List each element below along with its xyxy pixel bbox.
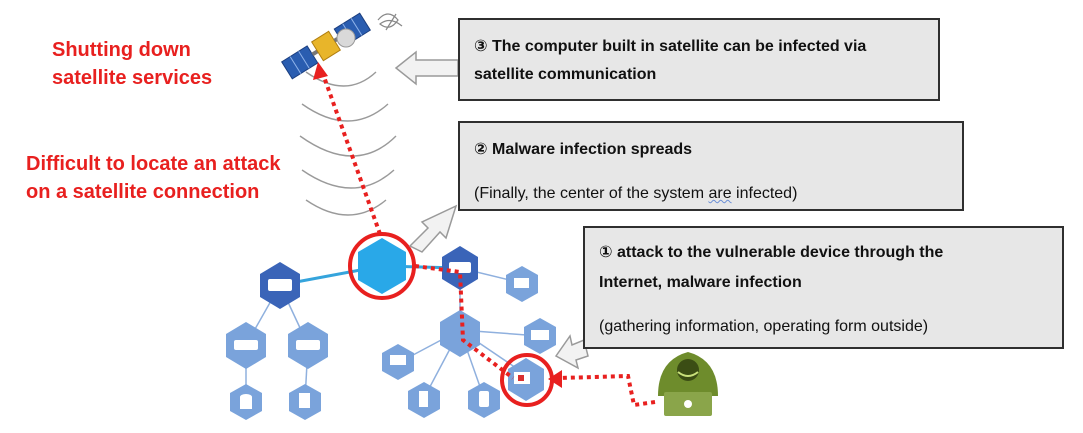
node-tower-pc bbox=[408, 382, 440, 418]
satellite-icon bbox=[281, 12, 371, 80]
node-file bbox=[289, 384, 321, 420]
shutdown-line-1: Shutting down bbox=[52, 39, 191, 61]
callout-arrow-satellite bbox=[394, 50, 459, 86]
callout-attack-line-2: Internet, malware infection bbox=[599, 274, 802, 291]
node-phone bbox=[468, 382, 500, 418]
attack-arrowhead-device bbox=[548, 370, 562, 388]
callout-attack-note: (gathering information, operating form o… bbox=[599, 318, 929, 335]
callout-attack-line-1: ① attack to the vulnerable device throug… bbox=[599, 244, 944, 261]
spread-note-flagged-word: are bbox=[708, 185, 732, 202]
spread-note-start: (Finally, the center of the system bbox=[474, 185, 709, 202]
shutdown-note: Shutting down satellite services bbox=[52, 36, 212, 92]
node-monitor-left bbox=[382, 344, 414, 380]
signal-waves bbox=[299, 71, 397, 216]
node-center-hub bbox=[358, 238, 406, 294]
node-left-server bbox=[260, 262, 300, 309]
callout-spread-note: (Finally, the center of the system are i… bbox=[474, 185, 797, 203]
callout-infection-spread: ② Malware infection spreads (Finally, th… bbox=[458, 121, 964, 211]
spread-note-end: infected) bbox=[731, 185, 798, 202]
node-monitor-top bbox=[506, 266, 538, 302]
callout-spread-title: ② Malware infection spreads bbox=[474, 141, 693, 158]
callout-arrow-spread bbox=[408, 204, 458, 253]
callout-satellite-line-1: ③ The computer built in satellite can be… bbox=[474, 38, 867, 55]
node-infected-pc bbox=[508, 358, 544, 401]
callout-initial-attack: ① attack to the vulnerable device throug… bbox=[583, 226, 1064, 349]
infected-center-circle bbox=[348, 232, 416, 300]
callout-satellite-line-2: satellite communication bbox=[474, 66, 657, 83]
node-router-left bbox=[226, 322, 266, 369]
node-printer bbox=[524, 318, 556, 354]
node-right-server bbox=[442, 246, 478, 290]
shutdown-line-2: satellite services bbox=[52, 67, 213, 89]
locate-line-1: Difficult to locate an attack bbox=[26, 153, 281, 175]
locate-line-2: on a satellite connection bbox=[26, 181, 260, 203]
callout-satellite-infection: ③ The computer built in satellite can be… bbox=[458, 18, 940, 101]
node-router-right bbox=[288, 322, 328, 369]
signal-doodle-icon bbox=[377, 13, 403, 31]
attack-paths bbox=[321, 73, 656, 408]
locate-note: Difficult to locate an attack on a satel… bbox=[26, 150, 281, 206]
hacker-icon bbox=[658, 352, 718, 416]
node-database bbox=[230, 384, 262, 420]
attack-arrowhead-satellite bbox=[313, 62, 328, 80]
